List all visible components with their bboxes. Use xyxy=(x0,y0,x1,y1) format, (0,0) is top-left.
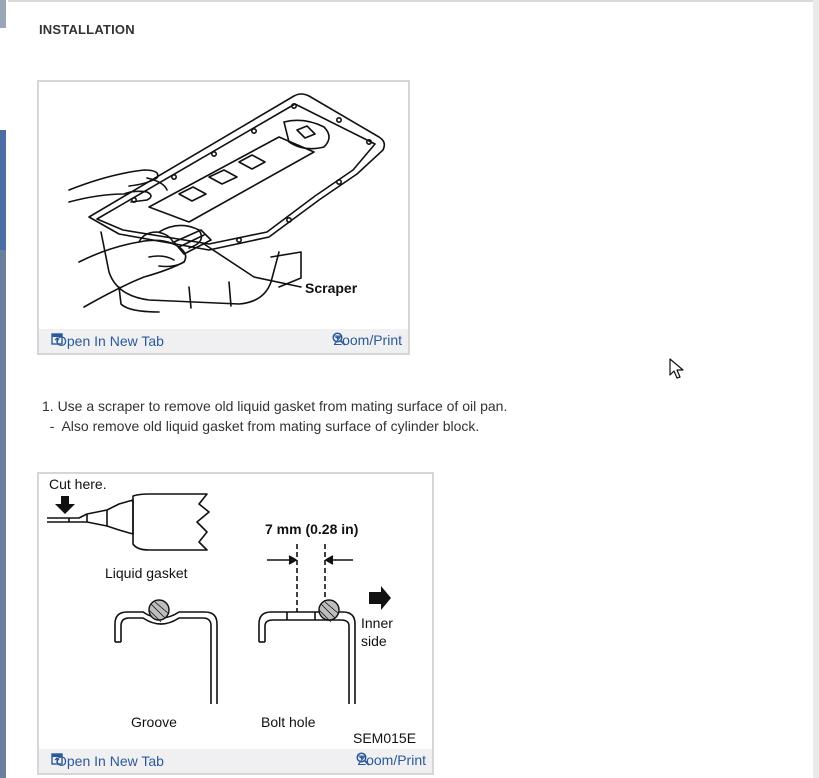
right-scroll-edge[interactable] xyxy=(813,0,819,778)
inner-label: Inner xyxy=(361,615,393,631)
top-border xyxy=(8,0,819,2)
open-new-tab-label: Open In New Tab xyxy=(56,753,164,769)
gasket-bead-groove xyxy=(148,599,170,623)
liquid-gasket-illustration: Cut here. Liquid gasket 7 mm (0.28 in) I… xyxy=(47,476,416,746)
left-window-edge xyxy=(0,0,8,778)
figure2-zoom-print-link[interactable]: Zoom/Print xyxy=(355,752,426,768)
figure-code-label: SEM015E xyxy=(353,730,416,746)
figure-oil-pan-scraper: Scraper Open In New Tab Zoom/Print xyxy=(37,80,410,355)
open-new-tab-label: Open In New Tab xyxy=(56,333,164,349)
zoom-print-label: Zoom/Print xyxy=(333,332,402,348)
gasket-bead-bolt-hole xyxy=(318,599,340,623)
oil-pan-scraper-illustration: Scraper xyxy=(68,93,386,313)
groove-label: Groove xyxy=(131,714,177,730)
zoom-print-label: Zoom/Print xyxy=(357,752,426,768)
bolt-hole-label: Bolt hole xyxy=(261,714,316,730)
figure-liquid-gasket: Cut here. Liquid gasket 7 mm (0.28 in) I… xyxy=(37,472,434,775)
liquid-gasket-label: Liquid gasket xyxy=(105,565,188,581)
side-label: side xyxy=(361,633,387,649)
step-1-subnote: - Also remove old liquid gasket from mat… xyxy=(42,418,480,434)
mouse-pointer-icon xyxy=(669,358,684,379)
figure2-toolbar: Open In New Tab Zoom/Print xyxy=(39,749,432,773)
figure1-zoom-print-link[interactable]: Zoom/Print xyxy=(331,332,402,348)
figure1-open-new-tab-link[interactable]: Open In New Tab xyxy=(51,333,164,349)
section-title: INSTALLATION xyxy=(39,22,135,37)
cut-here-label: Cut here. xyxy=(49,476,107,492)
figure1-toolbar: Open In New Tab Zoom/Print xyxy=(39,329,408,353)
figure2-open-new-tab-link[interactable]: Open In New Tab xyxy=(51,753,164,769)
step-instructions: 1. Use a scraper to remove old liquid ga… xyxy=(42,396,507,436)
scraper-callout: Scraper xyxy=(305,280,358,296)
dimension-label: 7 mm (0.28 in) xyxy=(265,521,358,537)
step-1-text: 1. Use a scraper to remove old liquid ga… xyxy=(42,398,508,414)
